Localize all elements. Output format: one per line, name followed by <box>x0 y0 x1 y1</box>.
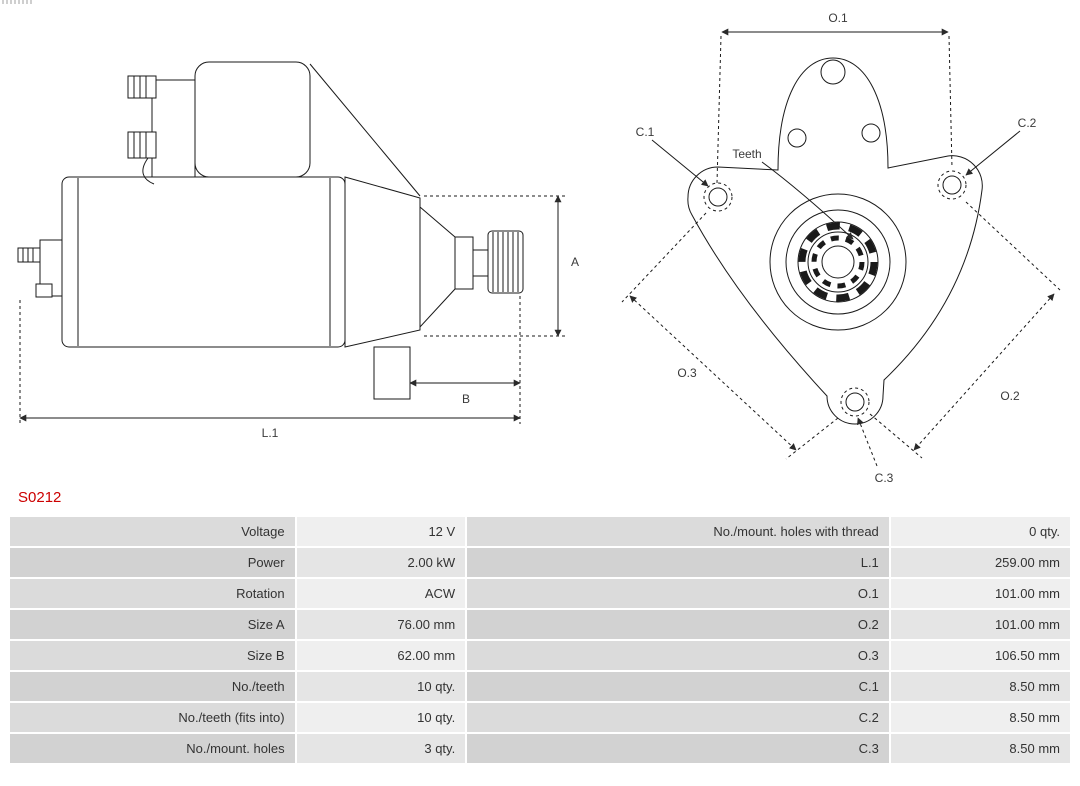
dimension-a <box>424 195 566 337</box>
dimension-o1 <box>716 28 953 184</box>
spec-value: ACW <box>296 579 466 608</box>
spec-value: 259.00 mm <box>890 548 1070 577</box>
terminal-studs <box>127 75 157 185</box>
spec-value: 101.00 mm <box>890 610 1070 639</box>
spec-value: 106.50 mm <box>890 641 1070 670</box>
mounting-hole-c3 <box>840 387 870 417</box>
spec-value: 8.50 mm <box>890 703 1070 732</box>
table-row: Rotation ACW O.1 101.00 mm <box>10 579 1070 608</box>
drive-housing <box>344 176 421 348</box>
dimension-o3 <box>621 212 839 460</box>
motor-body <box>61 176 346 348</box>
table-row: Size B 62.00 mm O.3 106.50 mm <box>10 641 1070 670</box>
spec-label: Rotation <box>10 579 295 608</box>
spec-label: Size A <box>10 610 295 639</box>
part-number: S0212 <box>18 489 62 506</box>
technical-drawing: A B L.1 <box>17 11 1061 485</box>
spec-value: 76.00 mm <box>296 610 466 639</box>
starter-motor-diagram: A B L.1 <box>17 11 1061 485</box>
spec-value: 10 qty. <box>296 703 466 732</box>
spec-label: C.3 <box>467 734 889 763</box>
table-row: Voltage 12 V No./mount. holes with threa… <box>10 517 1070 546</box>
specifications-table: Voltage 12 V No./mount. holes with threa… <box>8 515 1072 765</box>
spec-value: 0 qty. <box>890 517 1070 546</box>
dim-label-o3: O.3 <box>677 366 697 380</box>
spec-label: Power <box>10 548 295 577</box>
spec-label: C.1 <box>467 672 889 701</box>
spec-value: 12 V <box>296 517 466 546</box>
table-row: Size A 76.00 mm O.2 101.00 mm <box>10 610 1070 639</box>
dimension-o2 <box>869 201 1061 459</box>
spec-value: 8.50 mm <box>890 734 1070 763</box>
starter-side-view <box>17 61 566 424</box>
dim-label-o2: O.2 <box>1000 389 1020 403</box>
spec-label: Voltage <box>10 517 295 546</box>
mounting-hole-c1 <box>703 182 733 212</box>
table-row: No./teeth 10 qty. C.1 8.50 mm <box>10 672 1070 701</box>
spec-value: 2.00 kW <box>296 548 466 577</box>
leader-c2 <box>965 130 1021 176</box>
spec-label: O.2 <box>467 610 889 639</box>
arch-hole <box>820 59 846 85</box>
spec-label: No./mount. holes with thread <box>467 517 889 546</box>
dim-label-l1: L.1 <box>262 426 279 440</box>
dim-label-c1: C.1 <box>636 125 655 139</box>
arch-bolt-hole-left <box>787 128 807 148</box>
dim-label-c3: C.3 <box>875 471 894 485</box>
solenoid <box>151 61 311 178</box>
table-row: No./mount. holes 3 qty. C.3 8.50 mm <box>10 734 1070 763</box>
gear-teeth <box>769 193 907 331</box>
mounting-foot <box>373 346 411 400</box>
spec-label: L.1 <box>467 548 889 577</box>
leader-teeth <box>761 161 854 240</box>
table-row: No./teeth (fits into) 10 qty. C.2 8.50 m… <box>10 703 1070 732</box>
spec-label: C.2 <box>467 703 889 732</box>
leader-c1 <box>651 139 709 187</box>
dimension-b <box>409 296 521 424</box>
spec-label: No./teeth <box>10 672 295 701</box>
housing-edge <box>309 63 421 197</box>
table-row: Power 2.00 kW L.1 259.00 mm <box>10 548 1070 577</box>
dim-label-o1: O.1 <box>828 11 848 25</box>
label-teeth: Teeth <box>732 147 761 161</box>
spec-value: 10 qty. <box>296 672 466 701</box>
spec-label: O.3 <box>467 641 889 670</box>
arch-bolt-hole-right <box>861 123 881 143</box>
spec-label: No./mount. holes <box>10 734 295 763</box>
watermark <box>2 0 32 4</box>
flange-front-view <box>621 28 1061 467</box>
spec-label: No./teeth (fits into) <box>10 703 295 732</box>
spec-value: 3 qty. <box>296 734 466 763</box>
through-bolt <box>17 239 63 298</box>
mounting-hole-c2 <box>937 170 967 200</box>
dim-label-a: A <box>571 255 579 269</box>
leader-c3 <box>857 417 878 467</box>
dimension-l1 <box>19 300 521 424</box>
pinion-gear <box>419 205 524 329</box>
spec-value: 101.00 mm <box>890 579 1070 608</box>
dim-label-b: B <box>462 392 470 406</box>
dim-label-c2: C.2 <box>1018 116 1037 130</box>
spec-value: 62.00 mm <box>296 641 466 670</box>
spec-value: 8.50 mm <box>890 672 1070 701</box>
flange-outline <box>687 57 983 425</box>
spec-label: O.1 <box>467 579 889 608</box>
spec-label: Size B <box>10 641 295 670</box>
